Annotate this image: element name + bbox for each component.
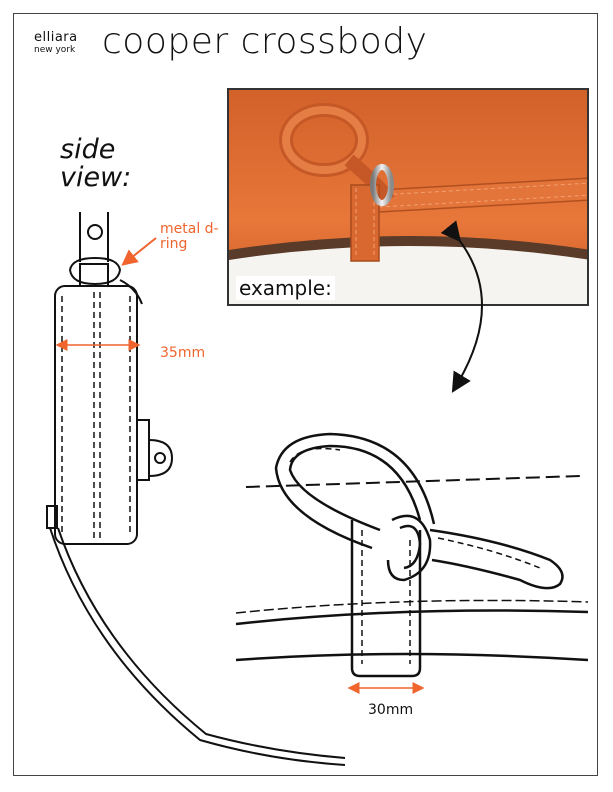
brand-logo: elliara new york	[34, 31, 78, 55]
dimension-30mm-label: 30mm	[368, 702, 414, 718]
page-border	[13, 13, 598, 776]
side-view-label: side view:	[60, 134, 132, 194]
example-photo	[227, 88, 589, 306]
brand-name: elliara	[34, 30, 78, 45]
dimension-35mm-label: 35mm	[160, 345, 206, 361]
example-label: example:	[236, 276, 335, 300]
connector-arrow	[440, 220, 483, 393]
page-title: cooper crossbody	[102, 21, 428, 62]
leather-tab-photo	[229, 90, 587, 304]
d-ring-pointer	[121, 237, 157, 266]
side-view-drawing	[46, 212, 346, 766]
detail-drawing	[235, 432, 589, 678]
brand-location: new york	[34, 45, 76, 55]
metal-d-ring-label: metal d-ring	[160, 221, 219, 253]
side-view-line2: view:	[60, 162, 132, 194]
side-view-line1: side	[60, 134, 116, 165]
